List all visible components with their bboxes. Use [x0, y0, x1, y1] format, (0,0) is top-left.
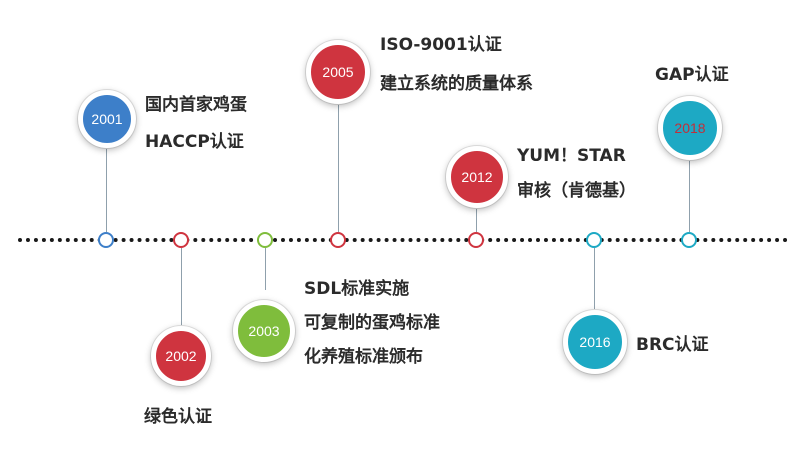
caption-line: 化养殖标准颁布 [304, 347, 423, 367]
caption-line: YUM！STAR [517, 146, 626, 166]
timeline-node-2018 [681, 232, 697, 248]
caption-2001: 国内首家鸡蛋 HACCP认证 [145, 90, 247, 158]
timeline-node-2002 [173, 232, 189, 248]
caption-line: 可复制的蛋鸡标准 [304, 313, 440, 333]
caption-line: 绿色认证 [144, 407, 212, 427]
caption-2018: GAP认证 [655, 60, 729, 91]
caption-line: ISO-9001认证 [380, 35, 502, 55]
connector-2012 [476, 208, 477, 232]
caption-line: 建立系统的质量体系 [380, 74, 533, 94]
timeline-node-2001 [98, 232, 114, 248]
caption-2002: 绿色认证 [144, 402, 212, 433]
timeline-node-2005 [330, 232, 346, 248]
year-badge-2003: 2003 [233, 300, 295, 362]
timeline-node-2003 [257, 232, 273, 248]
caption-line: HACCP认证 [145, 132, 244, 152]
caption-line: 审核（肯德基） [517, 181, 636, 201]
timeline-node-2016 [586, 232, 602, 248]
connector-2016 [594, 248, 595, 310]
caption-2012: YUM！STAR 审核（肯德基） [517, 141, 636, 207]
caption-2003: SDL标准实施 可复制的蛋鸡标准 化养殖标准颁布 [304, 274, 440, 373]
year-badge-2001: 2001 [78, 90, 136, 148]
year-badge-2012: 2012 [446, 146, 508, 208]
year-badge-2002: 2002 [151, 326, 211, 386]
caption-2005: ISO-9001认证 建立系统的质量体系 [380, 30, 533, 100]
connector-2018 [689, 158, 690, 232]
year-badge-2018: 2018 [658, 96, 722, 160]
connector-2002 [181, 248, 182, 326]
timeline-node-2012 [468, 232, 484, 248]
caption-line: SDL标准实施 [304, 279, 410, 299]
caption-line: 国内首家鸡蛋 [145, 95, 247, 115]
connector-2003 [265, 248, 266, 290]
year-badge-2005: 2005 [306, 40, 370, 104]
caption-line: GAP认证 [655, 65, 729, 85]
caption-line: BRC认证 [636, 335, 709, 355]
caption-2016: BRC认证 [636, 330, 709, 361]
timeline-axis [18, 238, 788, 242]
connector-2005 [338, 104, 339, 232]
year-badge-2016: 2016 [563, 310, 627, 374]
connector-2001 [106, 146, 107, 232]
